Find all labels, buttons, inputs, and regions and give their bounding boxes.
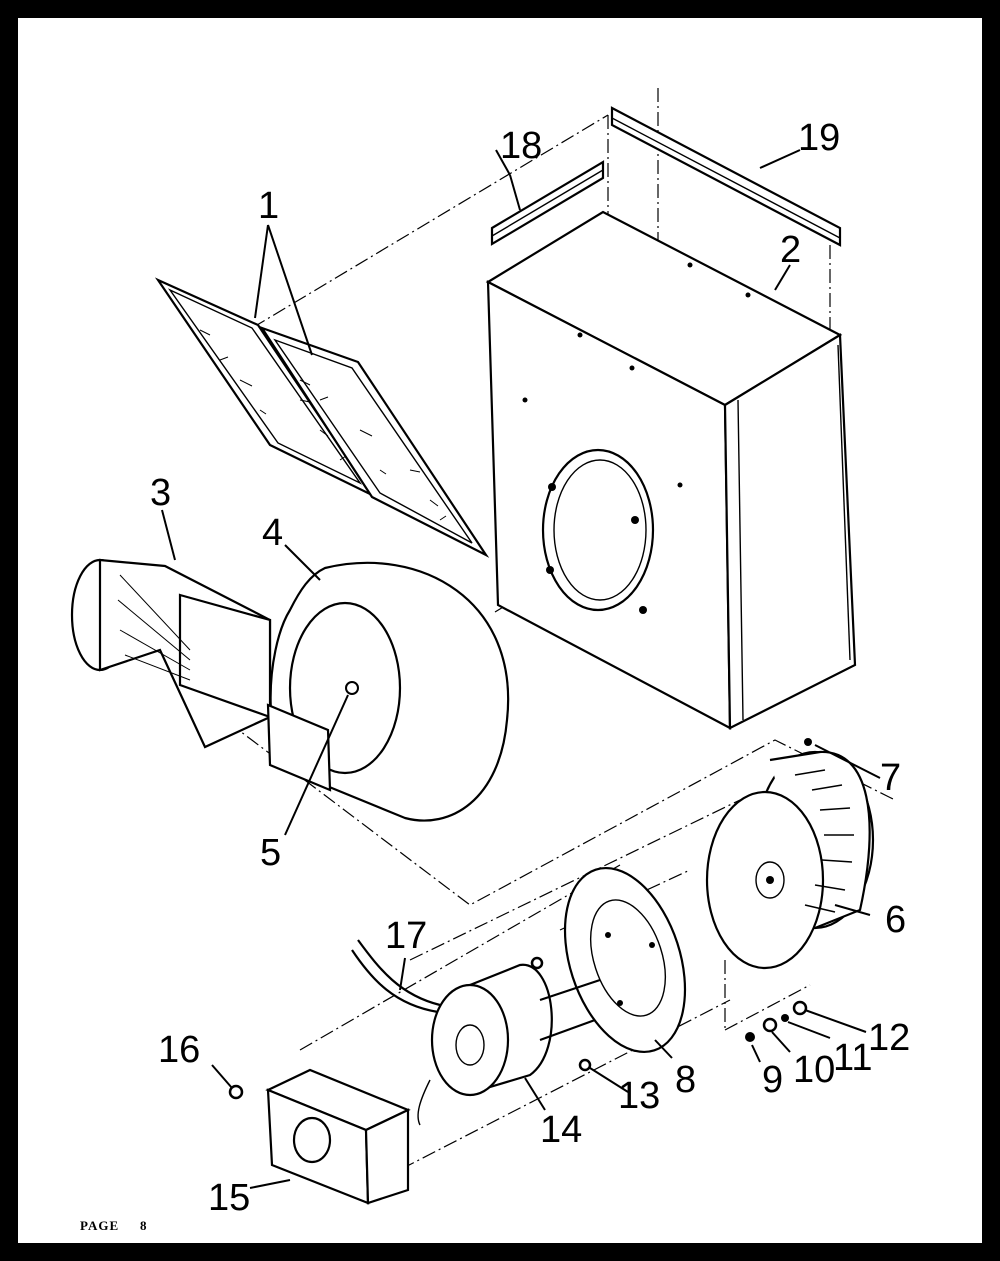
filter-panels-1 — [154, 277, 490, 558]
callout-1: 1 — [258, 185, 279, 227]
callout-9: 9 — [762, 1059, 783, 1101]
page-number: 8 — [140, 1218, 148, 1233]
callout-6: 6 — [885, 899, 906, 941]
top-rail-19 — [610, 106, 842, 247]
callout-5: 5 — [260, 832, 281, 874]
callout-11: 11 — [833, 1037, 872, 1079]
blower-wheel-6 — [705, 750, 875, 970]
callout-7: 7 — [880, 757, 901, 799]
callout-12: 12 — [868, 1017, 910, 1059]
callout-16: 16 — [158, 1029, 200, 1071]
screw-7 — [804, 738, 812, 746]
callout-3: 3 — [150, 472, 171, 514]
callout-15: 15 — [208, 1177, 250, 1219]
motor-14 — [430, 963, 601, 1097]
callout-17: 17 — [385, 915, 427, 957]
junction-box-15 — [265, 1068, 411, 1205]
callout-8: 8 — [675, 1059, 696, 1101]
duct-transition-3 — [70, 558, 272, 749]
wire-harness-17 — [351, 939, 441, 1126]
callout-10: 10 — [793, 1049, 835, 1091]
top-rail-18 — [490, 160, 605, 246]
callout-14: 14 — [540, 1109, 582, 1151]
callout-4: 4 — [262, 512, 283, 554]
motor-mount-ring-8 — [563, 866, 687, 1054]
hardware — [228, 956, 808, 1100]
callout-2: 2 — [780, 229, 801, 271]
set-screw-5 — [345, 681, 359, 695]
page-label: PAGE — [80, 1218, 119, 1233]
callout-13: 13 — [618, 1075, 660, 1117]
page-footer: PAGE 8 — [80, 1218, 148, 1233]
callout-18: 18 — [500, 125, 542, 167]
callout-labels: 1 2 3 4 5 6 7 8 9 10 11 12 13 14 15 16 1… — [150, 117, 910, 1219]
blower-housing-4 — [266, 561, 510, 822]
leader-lines — [161, 149, 881, 1189]
cabinet-2 — [485, 210, 857, 730]
callout-19: 19 — [798, 117, 840, 159]
